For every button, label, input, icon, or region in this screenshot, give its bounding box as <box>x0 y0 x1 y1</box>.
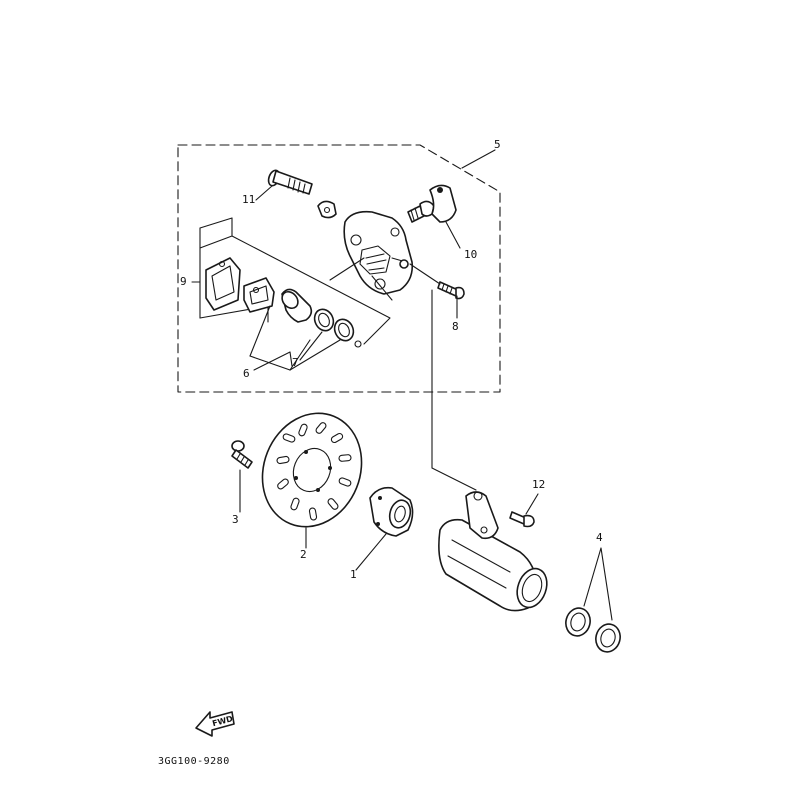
callout-12: 12 <box>532 478 545 491</box>
callout-5: 5 <box>494 138 501 151</box>
clip-shape <box>317 200 337 219</box>
callout-3: 3 <box>232 513 239 526</box>
callout-11: 11 <box>242 193 255 206</box>
bolt-3-shape <box>231 440 253 469</box>
hub-shape <box>369 486 414 537</box>
seals-shape <box>313 308 362 348</box>
bleeder-screw-shape <box>407 200 435 223</box>
part-callouts: 1 2 3 4 5 6 7 8 9 10 11 12 <box>180 138 603 581</box>
axle-housing-shape <box>438 491 548 612</box>
callout-4: 4 <box>596 531 603 544</box>
brake-pads-shape <box>199 217 275 323</box>
callout-6: 6 <box>243 367 250 380</box>
callout-1: 1 <box>350 568 357 581</box>
bolt-12-shape <box>509 511 535 528</box>
bolt-8-shape <box>409 263 465 300</box>
callout-10: 10 <box>464 248 477 261</box>
lock-nuts-shape <box>565 607 621 653</box>
caliper-assembly-boundary <box>177 144 501 393</box>
callout-2: 2 <box>300 548 307 561</box>
mount-leader-lines <box>329 257 477 491</box>
brake-disc-shape <box>261 412 363 528</box>
caliper-body-shape <box>343 210 414 295</box>
fwd-arrow: FWD <box>195 711 235 737</box>
seal-group-guides <box>231 235 391 371</box>
bracket-10-shape <box>429 184 457 223</box>
callout-8: 8 <box>452 320 459 333</box>
drawing-code: 3GG100-9280 <box>158 756 230 767</box>
piston-shape <box>281 288 313 323</box>
leader-lines <box>191 149 613 621</box>
bolt-11-shape <box>267 169 313 195</box>
callout-9: 9 <box>180 275 187 288</box>
callout-7: 7 <box>292 356 299 369</box>
